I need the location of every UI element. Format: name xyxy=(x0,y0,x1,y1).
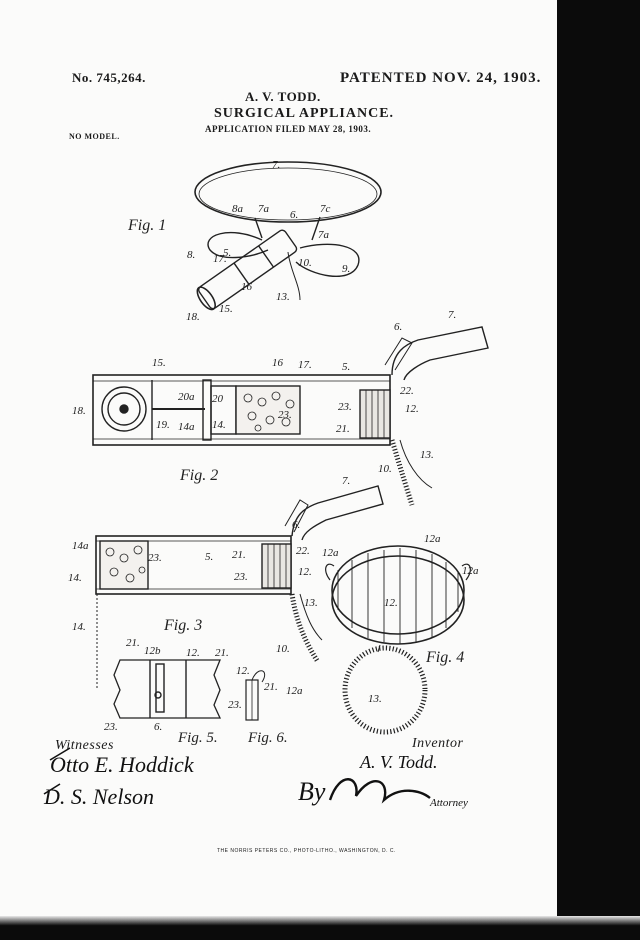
ref-20: 20 xyxy=(212,393,224,405)
attorney-label: Attorney xyxy=(429,797,468,809)
figure-6: 12. 21. 12a 23. Fig. 6. xyxy=(228,665,303,746)
ref-12a-fig6: 12a xyxy=(286,685,303,697)
ref-14-fig2: 14. xyxy=(212,419,226,431)
ref-23-fig6: 23. xyxy=(228,699,242,711)
fig-3-label: Fig. 3 xyxy=(163,617,202,634)
ref-6-fig1: 6. xyxy=(290,209,298,221)
figure-4: 12a 12a 12a 12. 13. Fig. 4 xyxy=(322,533,479,735)
patent-title: SURGICAL APPLIANCE. xyxy=(214,106,395,121)
ref-15-fig2: 15. xyxy=(152,357,166,369)
ref-22-fig3: 22. xyxy=(296,545,310,557)
ref-12-fig6: 12. xyxy=(236,665,250,677)
ref-23-fig5: 23. xyxy=(104,721,118,733)
scan-border-right xyxy=(557,0,640,940)
ref-7c: 7c xyxy=(320,203,331,215)
attorney-signature-flourish xyxy=(328,778,431,804)
inventor-name: A. V. TODD. xyxy=(245,89,321,104)
ref-14a-fig3: 14a xyxy=(72,540,89,552)
ref-12-fig3: 12. xyxy=(298,566,312,578)
fig-1-label: Fig. 1 xyxy=(127,217,166,234)
ref-13-fig2: 13. xyxy=(420,449,434,461)
fig-2-label: Fig. 2 xyxy=(179,467,218,484)
ref-13-fig3: 13. xyxy=(304,597,318,609)
ref-12a-fig4-right: 12a xyxy=(462,565,479,577)
ref-13-fig1: 13. xyxy=(276,291,290,303)
ref-7-fig1: 7. xyxy=(272,159,280,171)
ref-8a: 8a xyxy=(232,203,244,215)
scan-border-bottom xyxy=(0,916,640,940)
ref-12-fig5: 12. xyxy=(186,647,200,659)
ref-23-fig3: 23. xyxy=(148,552,162,564)
ref-18-fig2: 18. xyxy=(72,405,86,417)
ref-8: 8. xyxy=(187,249,195,261)
patent-number: No. 745,264. xyxy=(72,70,146,85)
ref-5-fig1: 5. xyxy=(223,247,231,259)
application-filed: APPLICATION FILED MAY 28, 1903. xyxy=(205,124,372,134)
ref-14-fig3: 14. xyxy=(68,572,82,584)
ref-5-fig2: 5. xyxy=(342,361,350,373)
fig-4-label: Fig. 4 xyxy=(425,649,464,666)
fig-5-label: Fig. 5. xyxy=(177,730,218,746)
model-note: NO MODEL. xyxy=(69,132,120,141)
ref-13-fig4: 13. xyxy=(368,693,382,705)
ref-6-fig5: 6. xyxy=(154,721,162,733)
ref-21-fig3: 21. xyxy=(232,549,246,561)
ref-12b-fig5: 12b xyxy=(144,645,161,657)
ref-15-fig1: 15. xyxy=(219,303,233,315)
ref-23-fig2-b: 23. xyxy=(338,401,352,413)
ref-12-fig4: 12. xyxy=(384,597,398,609)
attorney-prefix: By xyxy=(298,777,326,806)
ref-16-fig1: 16 xyxy=(241,281,253,293)
ref-7-fig2: 7. xyxy=(448,309,456,321)
ref-12a-fig4-top: 12a xyxy=(424,533,441,545)
inventor-signature: A. V. Todd. xyxy=(359,752,438,772)
figure-5: 21. 12b 12. 21. 23. 6. Fig. 5. xyxy=(104,637,229,746)
ref-21-fig5-b: 21. xyxy=(215,647,229,659)
ref-12-fig2: 12. xyxy=(405,403,419,415)
ref-23-fig3-b: 23. xyxy=(234,571,248,583)
ref-5-fig3: 5. xyxy=(205,551,213,563)
ref-17-fig2: 17. xyxy=(298,359,312,371)
ref-9: 9. xyxy=(342,263,350,275)
ref-6-fig2: 6. xyxy=(394,321,402,333)
ref-14a-fig2: 14a xyxy=(178,421,195,433)
ref-22-fig2: 22. xyxy=(400,385,414,397)
ref-21-fig5: 21. xyxy=(126,637,140,649)
figure-2: 15. 16 17. 5. 20a 20 18. 19. 14a 14. 23.… xyxy=(72,309,489,506)
figure-1: 7. 8a 7a 6. 7c 7a 8. 5. 17. 10. 9. 16 13… xyxy=(127,159,382,323)
ref-18-fig1: 18. xyxy=(186,311,200,323)
ref-19: 19. xyxy=(156,419,170,431)
ref-21-fig6: 21. xyxy=(264,681,278,693)
ref-10-fig3: 10. xyxy=(276,643,290,655)
fig-6-label: Fig. 6. xyxy=(247,730,288,746)
figure-3: 14a 23. 5. 21. 23. 14. 22. 12. 13. 6. 7.… xyxy=(68,475,384,690)
ref-21-fig2: 21. xyxy=(336,423,350,435)
ref-7a: 7a xyxy=(258,203,270,215)
ref-20a: 20a xyxy=(178,391,195,403)
ref-17-fig1: 17. xyxy=(213,253,227,265)
printer-imprint: THE NORRIS PETERS CO., PHOTO-LITHO., WAS… xyxy=(217,848,396,854)
ref-7a-b: 7a xyxy=(318,229,330,241)
ref-12a-fig4-left: 12a xyxy=(322,547,339,559)
ref-16-fig2: 16 xyxy=(272,357,284,369)
ref-14-fig3-b: 14. xyxy=(72,621,86,633)
witness-2-signature: D. S. Nelson xyxy=(43,784,154,809)
ref-7-fig3: 7. xyxy=(342,475,350,487)
ref-6-fig3: 6. xyxy=(292,519,300,531)
patented-date: PATENTED NOV. 24, 1903. xyxy=(340,70,542,86)
witnesses-label: Witnesses xyxy=(55,738,114,753)
inventor-label: Inventor xyxy=(412,736,464,751)
witness-1-signature: Otto E. Hoddick xyxy=(50,752,195,777)
ref-23-fig2: 23. xyxy=(278,409,292,421)
ref-10-fig1: 10. xyxy=(298,257,312,269)
ref-10-fig2: 10. xyxy=(378,463,392,475)
